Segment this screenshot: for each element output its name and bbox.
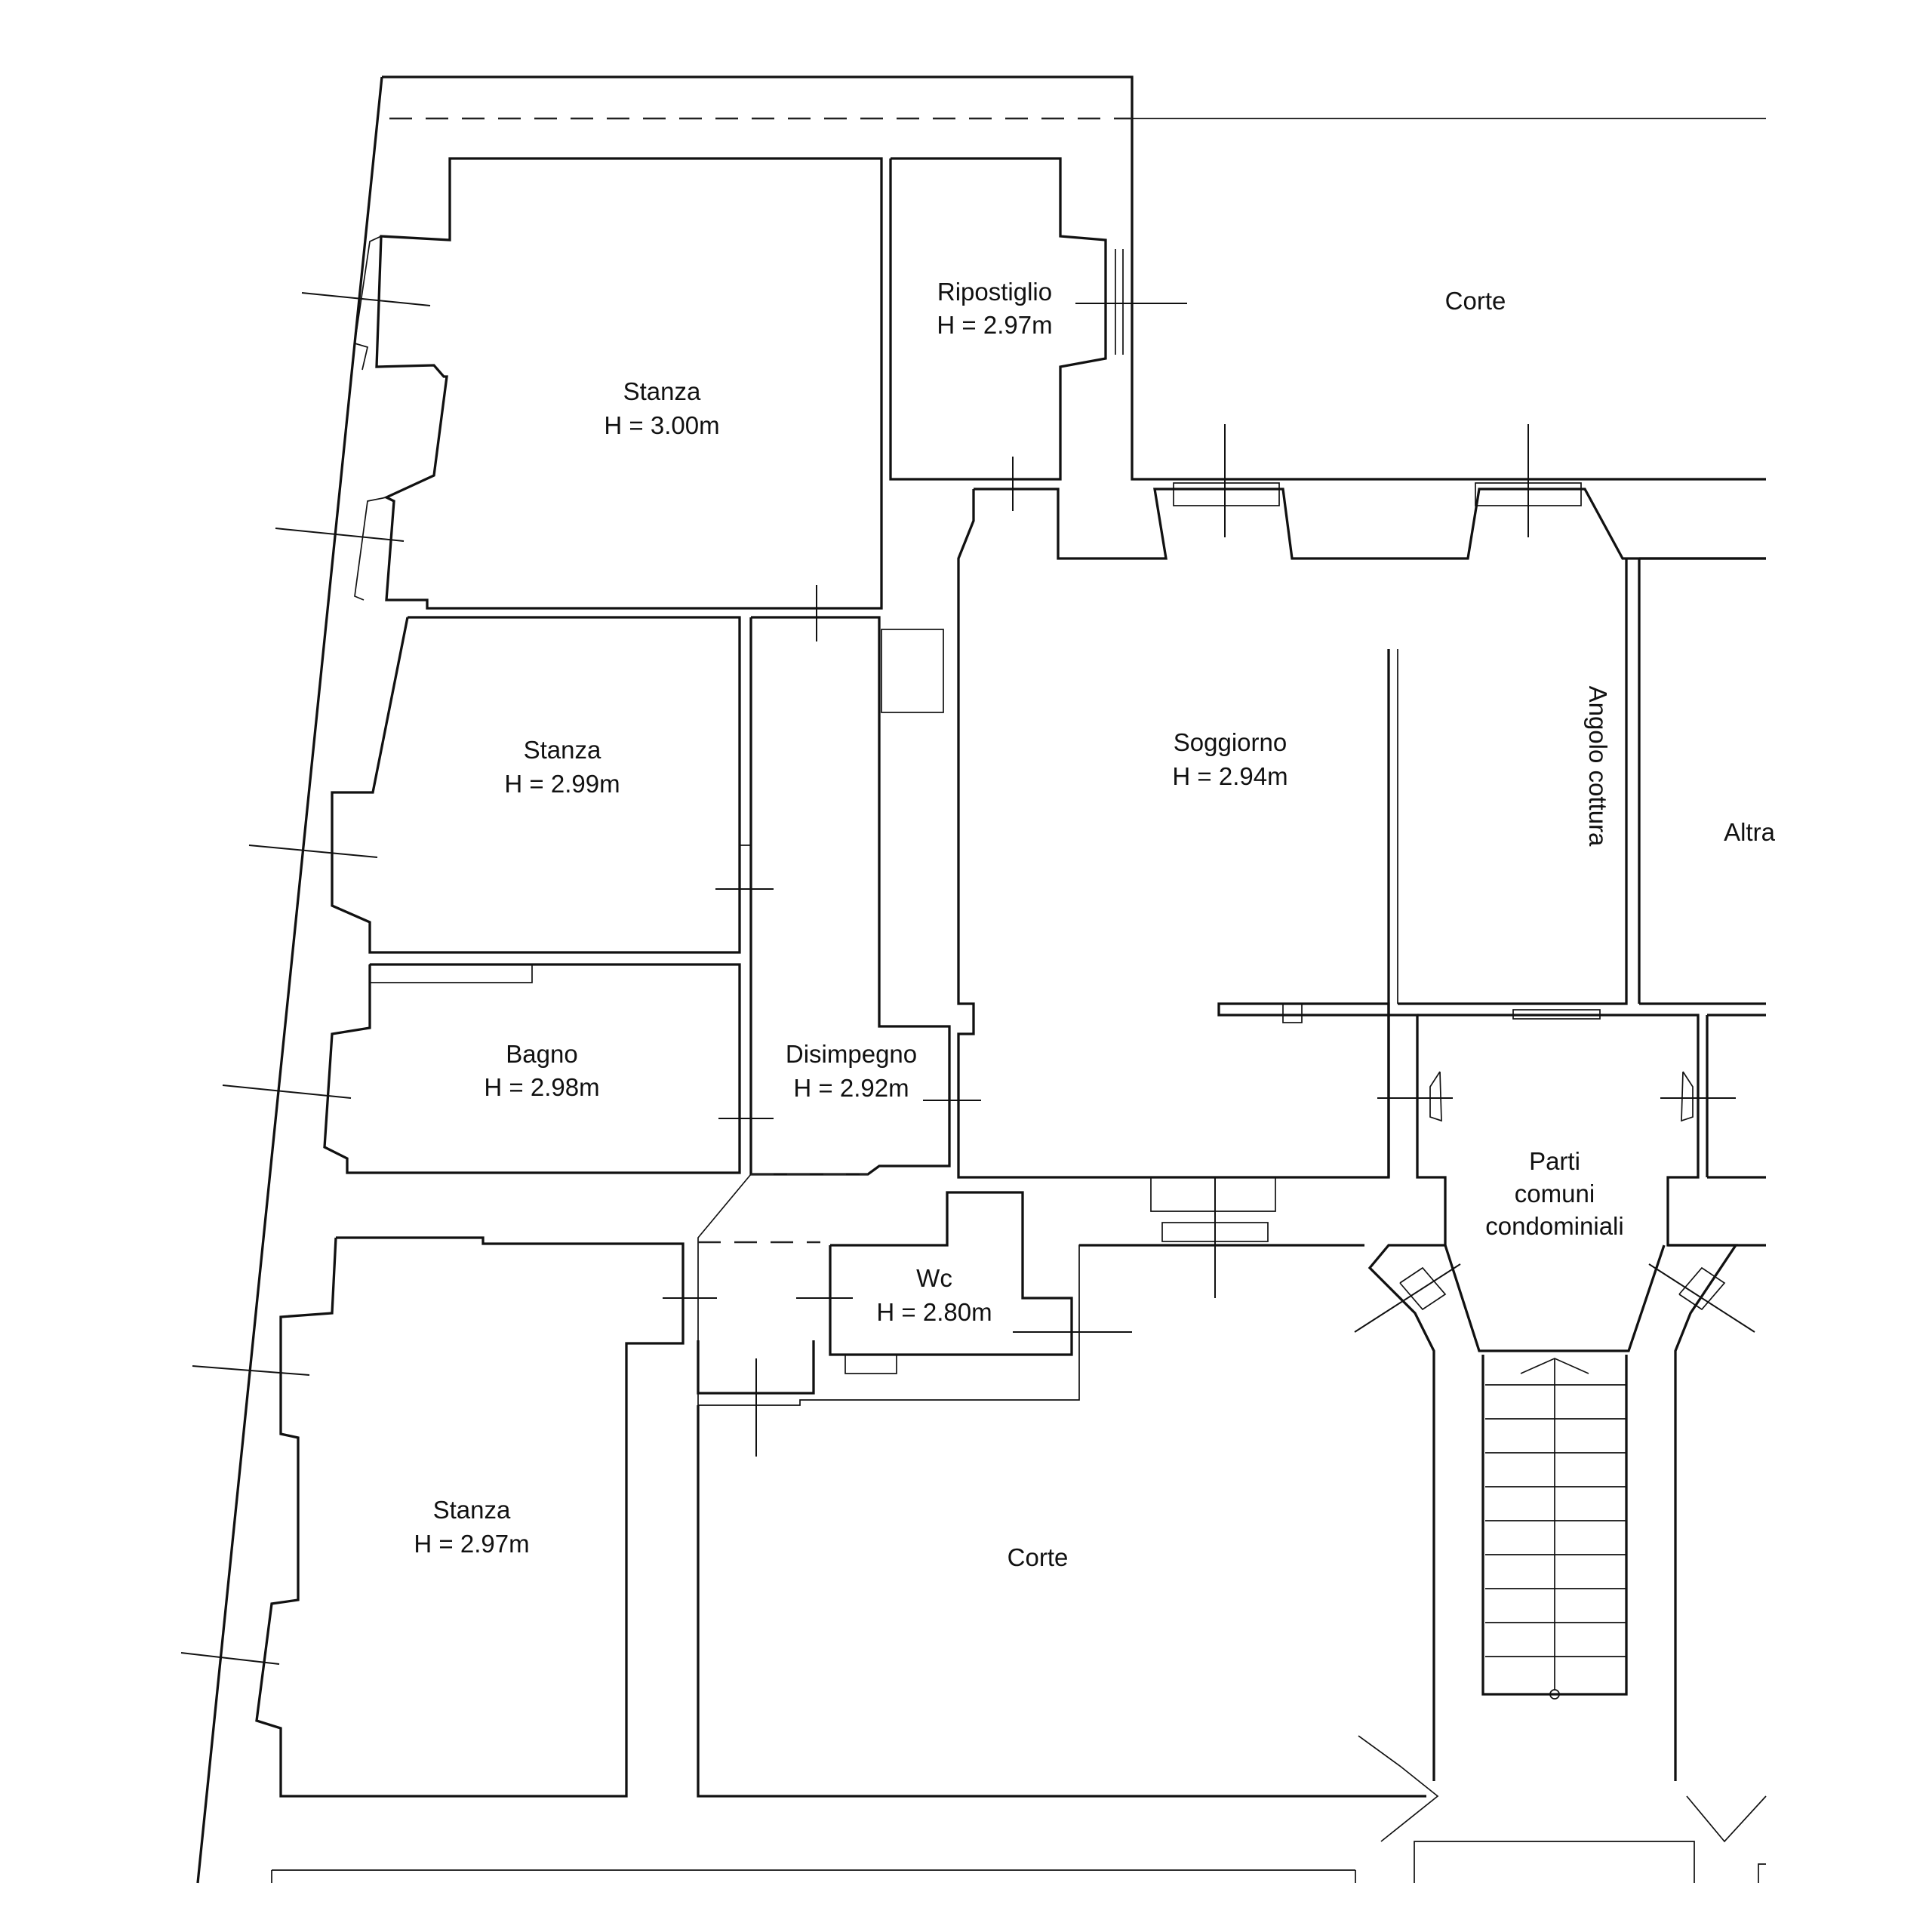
label-stanza-bottom-name: Stanza <box>433 1496 511 1524</box>
label-bagno-name: Bagno <box>506 1040 577 1068</box>
room-disimpegno <box>697 616 981 1340</box>
label-corte-bottom: Corte <box>1008 1543 1069 1571</box>
label-corte-top: Corte <box>1445 287 1506 315</box>
label-parti-comuni-2: comuni <box>1515 1180 1595 1208</box>
label-soggiorno-name: Soggiorno <box>1174 728 1287 756</box>
label-angolo-cottura: Angolo cottura <box>1584 686 1612 847</box>
room-wc <box>796 1191 1132 1374</box>
label-stanza-top-name: Stanza <box>623 377 701 405</box>
label-altra: Altra <box>1724 818 1776 846</box>
label-stanza-bottom-height: H = 2.97m <box>414 1530 529 1558</box>
label-bagno-height: H = 2.98m <box>484 1073 599 1101</box>
room-bagno <box>222 963 774 1174</box>
room-corte-bottom <box>697 1244 1767 1843</box>
label-disimpegno-height: H = 2.92m <box>793 1074 909 1102</box>
room-labels: Stanza H = 3.00m Ripostiglio H = 2.97m C… <box>414 278 1775 1571</box>
label-soggiorno-height: H = 2.94m <box>1172 762 1287 790</box>
label-stanza-top-height: H = 3.00m <box>604 411 719 439</box>
room-parti-comuni <box>1354 1009 1766 1781</box>
label-parti-comuni-3: condominiali <box>1485 1212 1623 1240</box>
label-stanza-mid-height: H = 2.99m <box>504 770 620 798</box>
outer-walls <box>196 75 1766 1884</box>
room-ripostiglio <box>889 157 1187 511</box>
room-soggiorno <box>957 424 1766 1298</box>
room-stanza-mid <box>248 616 774 954</box>
label-wc-height: H = 2.80m <box>876 1298 992 1326</box>
label-wc-name: Wc <box>916 1264 952 1292</box>
label-ripostiglio-height: H = 2.97m <box>937 311 1052 339</box>
room-stanza-bottom <box>180 1236 717 1798</box>
label-parti-comuni-1: Parti <box>1529 1147 1580 1175</box>
label-stanza-mid-name: Stanza <box>524 736 601 764</box>
label-ripostiglio-name: Ripostiglio <box>937 278 1052 306</box>
label-disimpegno-name: Disimpegno <box>786 1040 917 1068</box>
